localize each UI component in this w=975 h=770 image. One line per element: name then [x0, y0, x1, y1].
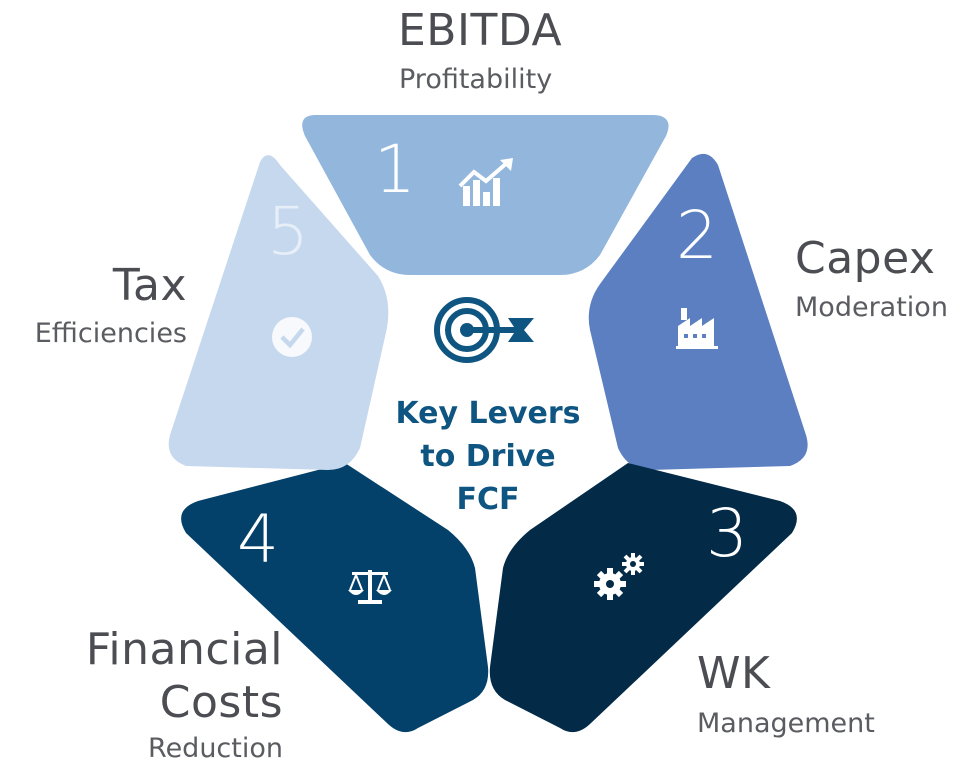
segment-3-number: 3 [706, 495, 748, 572]
center-title-line-2: to Drive [420, 439, 555, 474]
wk-title: WK [697, 648, 771, 699]
segment-4-number: 4 [237, 501, 279, 578]
center-title-line-3: FCF [456, 482, 519, 517]
growth-chart-icon [458, 158, 513, 206]
segment-5-tax [168, 155, 389, 470]
tax-subtitle: Efficiencies [34, 318, 187, 349]
segment-5-number: 5 [267, 193, 309, 270]
segment-3-wk [489, 463, 797, 733]
segment-2-number: 2 [676, 197, 718, 274]
center-title-line-1: Key Levers [395, 396, 580, 431]
scales-icon [348, 570, 392, 604]
financial-costs-title-line-1: Financial [85, 624, 283, 675]
target-arrow-icon [434, 297, 534, 363]
segment-2-capex [588, 153, 808, 471]
tax-title: Tax [112, 260, 187, 311]
factory-icon [676, 308, 718, 349]
ebitda-subtitle: Profitability [399, 64, 553, 95]
segment-4-financial [181, 463, 489, 733]
segment-1-number: 1 [374, 131, 416, 208]
checkmark-icon [272, 317, 312, 357]
financial-costs-title-line-2: Costs [159, 677, 283, 728]
wk-subtitle: Management [697, 708, 875, 739]
financial-costs-subtitle: Reduction [148, 733, 283, 764]
capex-title: Capex [795, 233, 936, 284]
capex-subtitle: Moderation [795, 292, 948, 323]
gears-icon [594, 553, 644, 600]
ebitda-title: EBITDA [398, 5, 563, 56]
